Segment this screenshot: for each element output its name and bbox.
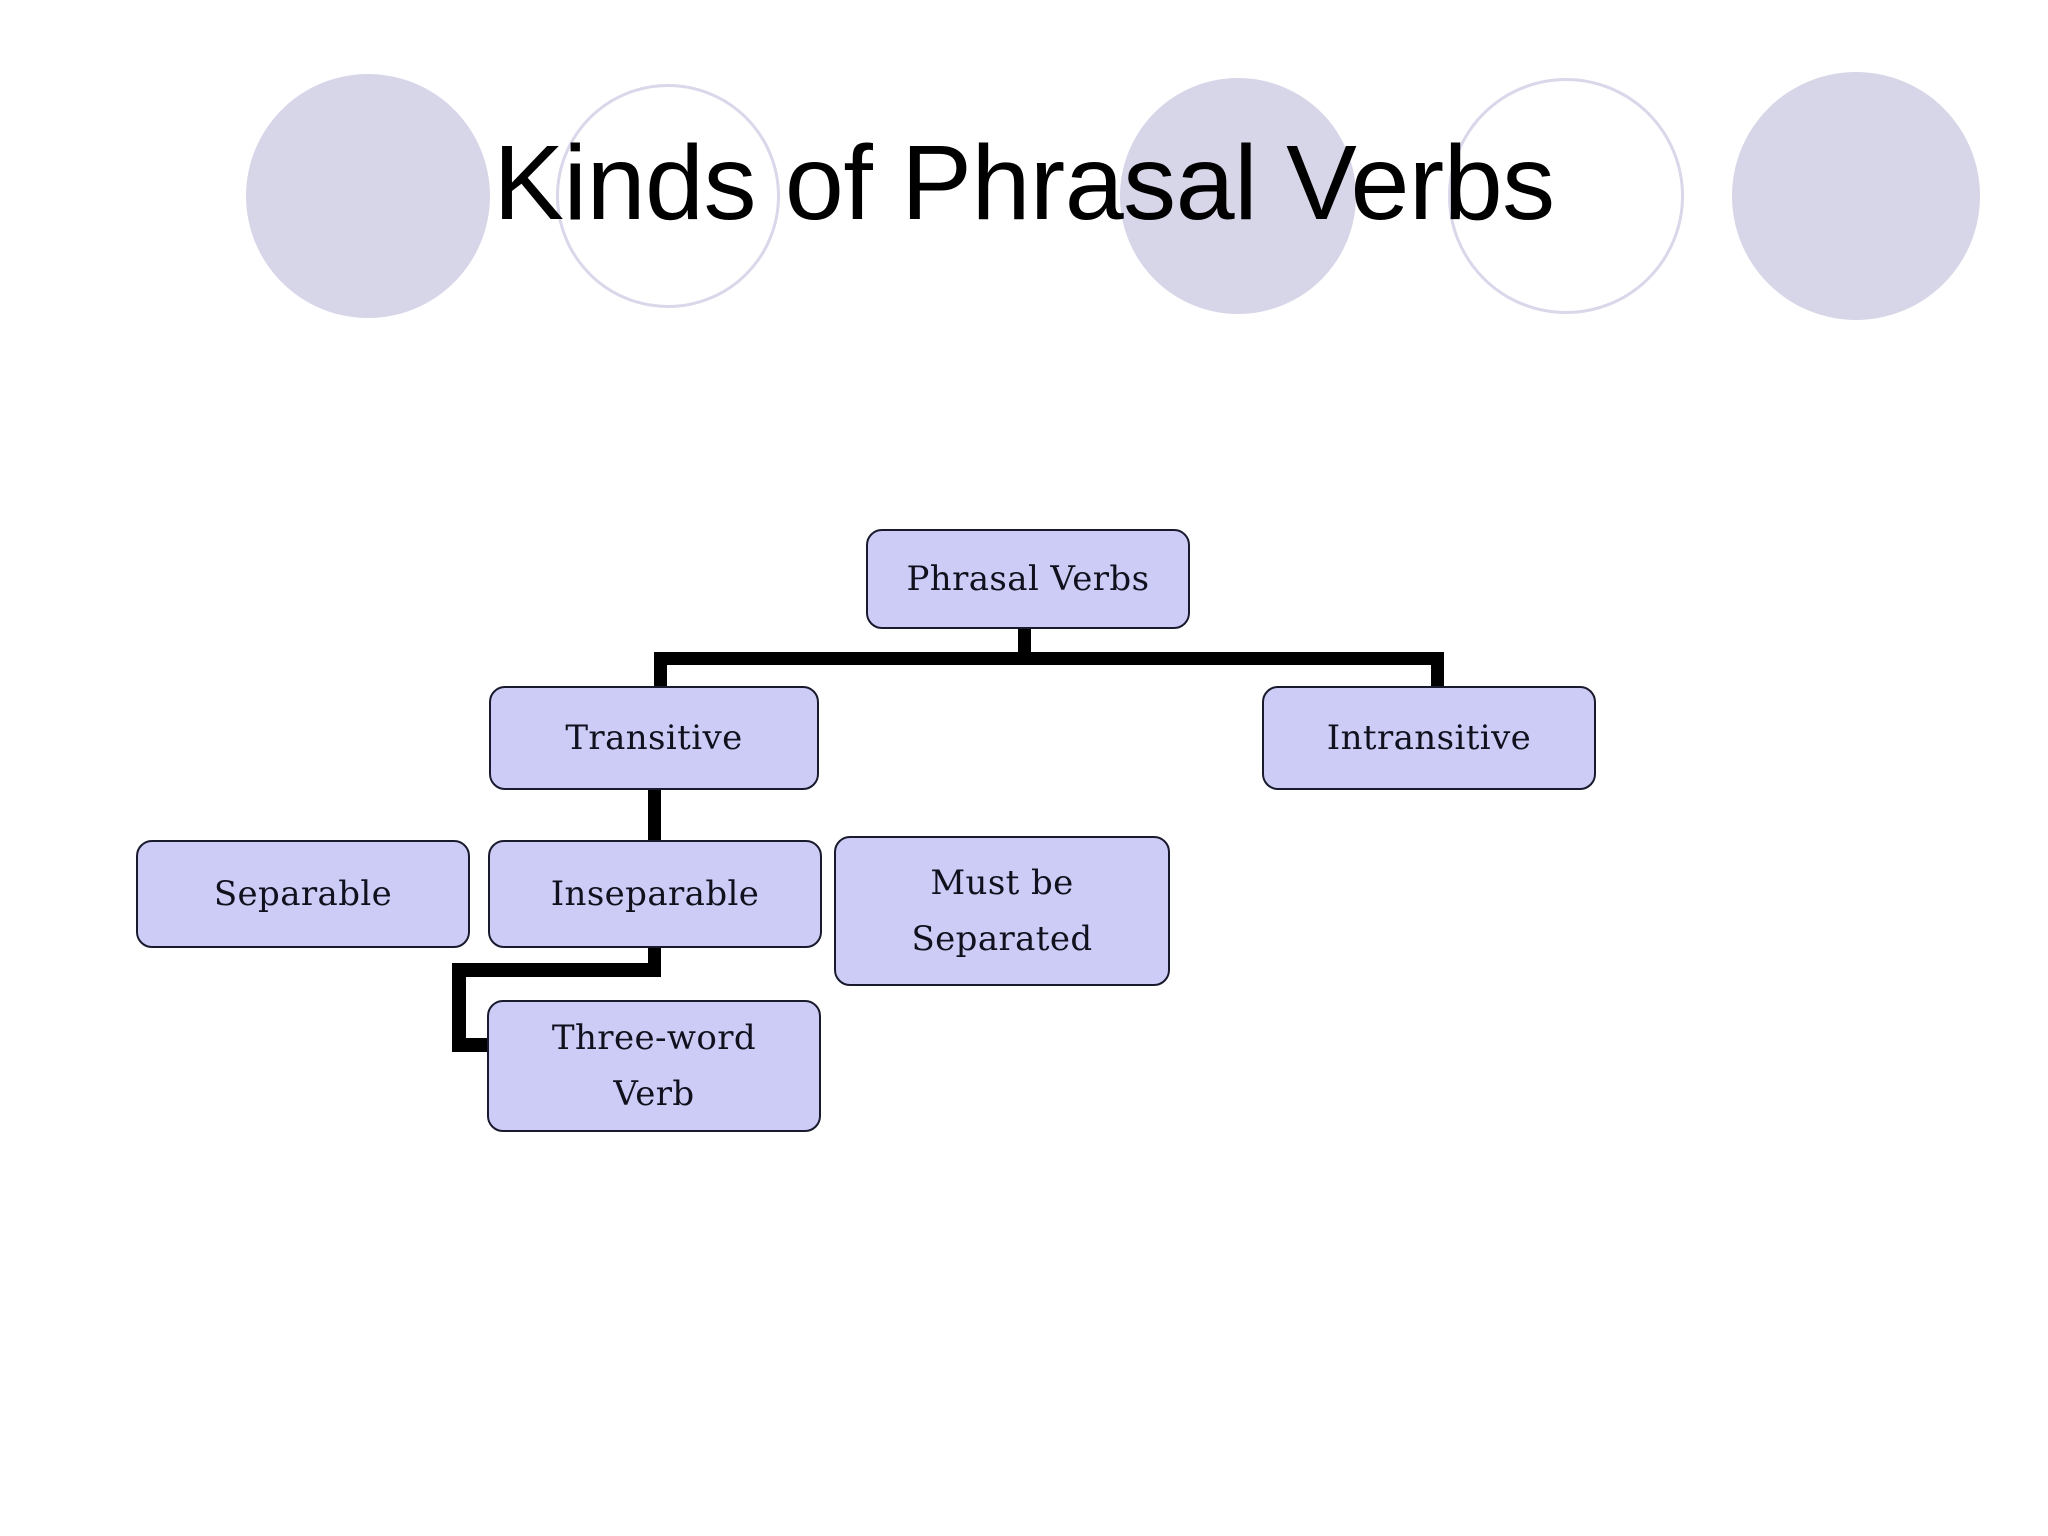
node-phrasal-verbs-label: Phrasal Verbs: [906, 558, 1150, 599]
connector-bus-to-intransitive: [1431, 652, 1444, 694]
decor-circle-3: [1120, 78, 1356, 314]
connector-level1-bus: [654, 652, 1444, 665]
node-phrasal-verbs[interactable]: Phrasal Verbs: [866, 529, 1190, 629]
node-intransitive[interactable]: Intransitive: [1262, 686, 1596, 790]
connector-transitive-to-inseparable: [648, 786, 661, 848]
node-inseparable-label: Inseparable: [550, 873, 760, 914]
connector-bus-to-transitive: [654, 652, 667, 694]
node-three-word-verb-label: Three-word Verb: [551, 1017, 757, 1114]
node-separable-label: Separable: [213, 873, 393, 914]
decor-circle-2: [556, 84, 780, 308]
connector-inseparable-run-left: [452, 963, 661, 977]
node-must-be-separated[interactable]: Must be Separated: [834, 836, 1170, 986]
slide-title: Kinds of Phrasal Verbs: [493, 124, 1555, 242]
node-intransitive-label: Intransitive: [1326, 717, 1532, 758]
node-transitive-label: Transitive: [565, 717, 743, 758]
node-must-be-separated-label: Must be Separated: [911, 862, 1093, 959]
decor-circle-1: [246, 74, 490, 318]
connector-drop-to-three-word: [452, 963, 466, 1052]
node-separable[interactable]: Separable: [136, 840, 470, 948]
node-transitive[interactable]: Transitive: [489, 686, 819, 790]
node-inseparable[interactable]: Inseparable: [488, 840, 822, 948]
node-three-word-verb[interactable]: Three-word Verb: [487, 1000, 821, 1132]
decor-circle-4: [1448, 78, 1684, 314]
decor-circle-5: [1732, 72, 1980, 320]
